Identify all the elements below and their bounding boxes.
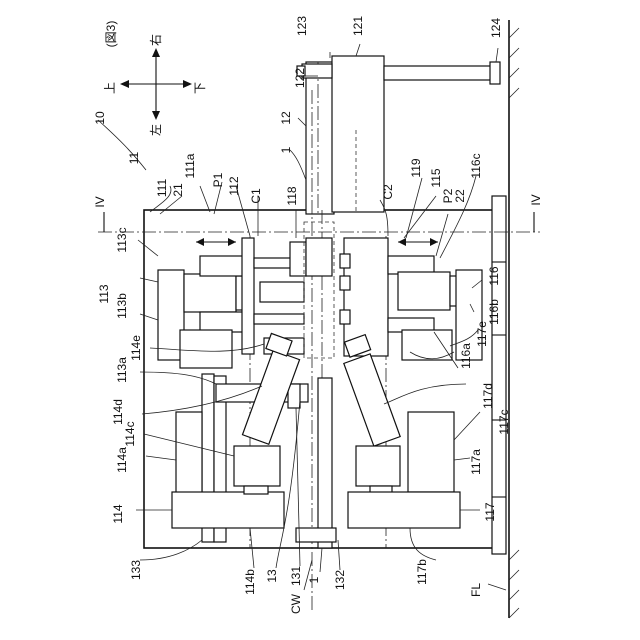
figure-title: (図3)	[104, 21, 118, 48]
spindle-b	[260, 282, 304, 302]
label-C1: C1	[249, 188, 263, 204]
neck	[244, 486, 268, 494]
spindle-c	[254, 314, 304, 324]
label-116a: 116a	[459, 343, 473, 369]
motor-116	[398, 272, 450, 310]
motor-117c	[408, 412, 454, 492]
label-113a: 113a	[115, 357, 129, 383]
label-111a: 111a	[183, 153, 197, 178]
label-C2: C2	[381, 184, 395, 200]
label-117a: 117a	[469, 449, 483, 475]
label-114: 114	[111, 504, 125, 523]
label-121: 121	[351, 16, 365, 36]
label-114e: 114e	[129, 335, 143, 361]
arrow-P1	[196, 238, 236, 246]
label-116c: 116c	[469, 153, 483, 178]
label-131: 131	[289, 566, 303, 586]
head-118	[306, 238, 332, 276]
floor-hatching	[509, 28, 519, 618]
label-113c: 113c	[115, 227, 129, 252]
label-114a: 114a	[115, 447, 129, 473]
base-117	[348, 492, 460, 528]
label-13: 13	[265, 569, 279, 583]
direction-left: 左	[148, 124, 163, 136]
label-116b: 116b	[487, 299, 501, 325]
label-113: 113	[97, 284, 111, 303]
direction-right: 右	[148, 34, 163, 46]
label-133: 133	[129, 560, 143, 580]
chuck-132	[296, 528, 336, 542]
label-117d: 117d	[481, 383, 495, 409]
label-114c: 114c	[123, 421, 137, 446]
direction-down: 下	[193, 82, 207, 94]
label-116: 116	[487, 266, 501, 285]
label-124: 124	[489, 18, 503, 38]
label-122: 122	[293, 68, 307, 88]
motor-113	[184, 274, 236, 312]
label-10: 10	[93, 111, 107, 125]
label-FL: FL	[469, 583, 483, 597]
motor-114e	[180, 330, 232, 368]
label-117c: 117c	[497, 409, 511, 434]
label-21: 21	[171, 183, 185, 197]
label-11: 11	[127, 151, 141, 164]
block-116c	[388, 256, 434, 274]
arm-rod	[384, 66, 496, 80]
label-117e: 117e	[475, 321, 489, 347]
label-IV-left: IV	[93, 196, 107, 207]
actuator-121	[332, 56, 384, 212]
rail-12	[306, 62, 334, 214]
base-114	[172, 492, 284, 528]
label-123: 123	[295, 16, 309, 36]
motor-117e	[402, 330, 452, 360]
label-114d: 114d	[111, 399, 125, 425]
label-111: 111	[155, 179, 169, 198]
motor-117a	[356, 446, 400, 486]
label-114b: 114b	[243, 569, 257, 595]
label-118: 118	[285, 186, 299, 205]
label-22: 22	[453, 189, 467, 203]
direction-up: 上	[103, 82, 117, 94]
label-132: 132	[333, 570, 347, 590]
label-12: 12	[279, 111, 293, 125]
slot	[340, 310, 350, 324]
block-113c	[200, 256, 244, 276]
label-1-top: 1	[279, 146, 293, 153]
arm-117d	[344, 354, 400, 446]
motor-114c	[234, 446, 280, 486]
direction-indicator	[120, 48, 192, 120]
label-CW: CW	[289, 593, 303, 614]
label-117: 117	[483, 502, 497, 521]
slot	[340, 276, 350, 290]
bar-13	[318, 378, 332, 548]
label-117b: 117b	[415, 559, 429, 585]
slot	[340, 254, 350, 268]
bracket-124	[490, 62, 500, 84]
label-113b: 113b	[115, 293, 129, 319]
block-113a	[200, 312, 244, 332]
label-IV-right: IV	[529, 194, 543, 205]
label-119: 119	[409, 158, 423, 177]
label-1-bottom: 1	[307, 576, 321, 583]
label-112: 112	[227, 176, 241, 195]
frame-mount-plate	[492, 196, 506, 554]
plate-112	[242, 238, 254, 354]
arrow-P2	[398, 238, 438, 246]
label-115: 115	[429, 168, 443, 187]
label-P1: P1	[211, 172, 225, 187]
